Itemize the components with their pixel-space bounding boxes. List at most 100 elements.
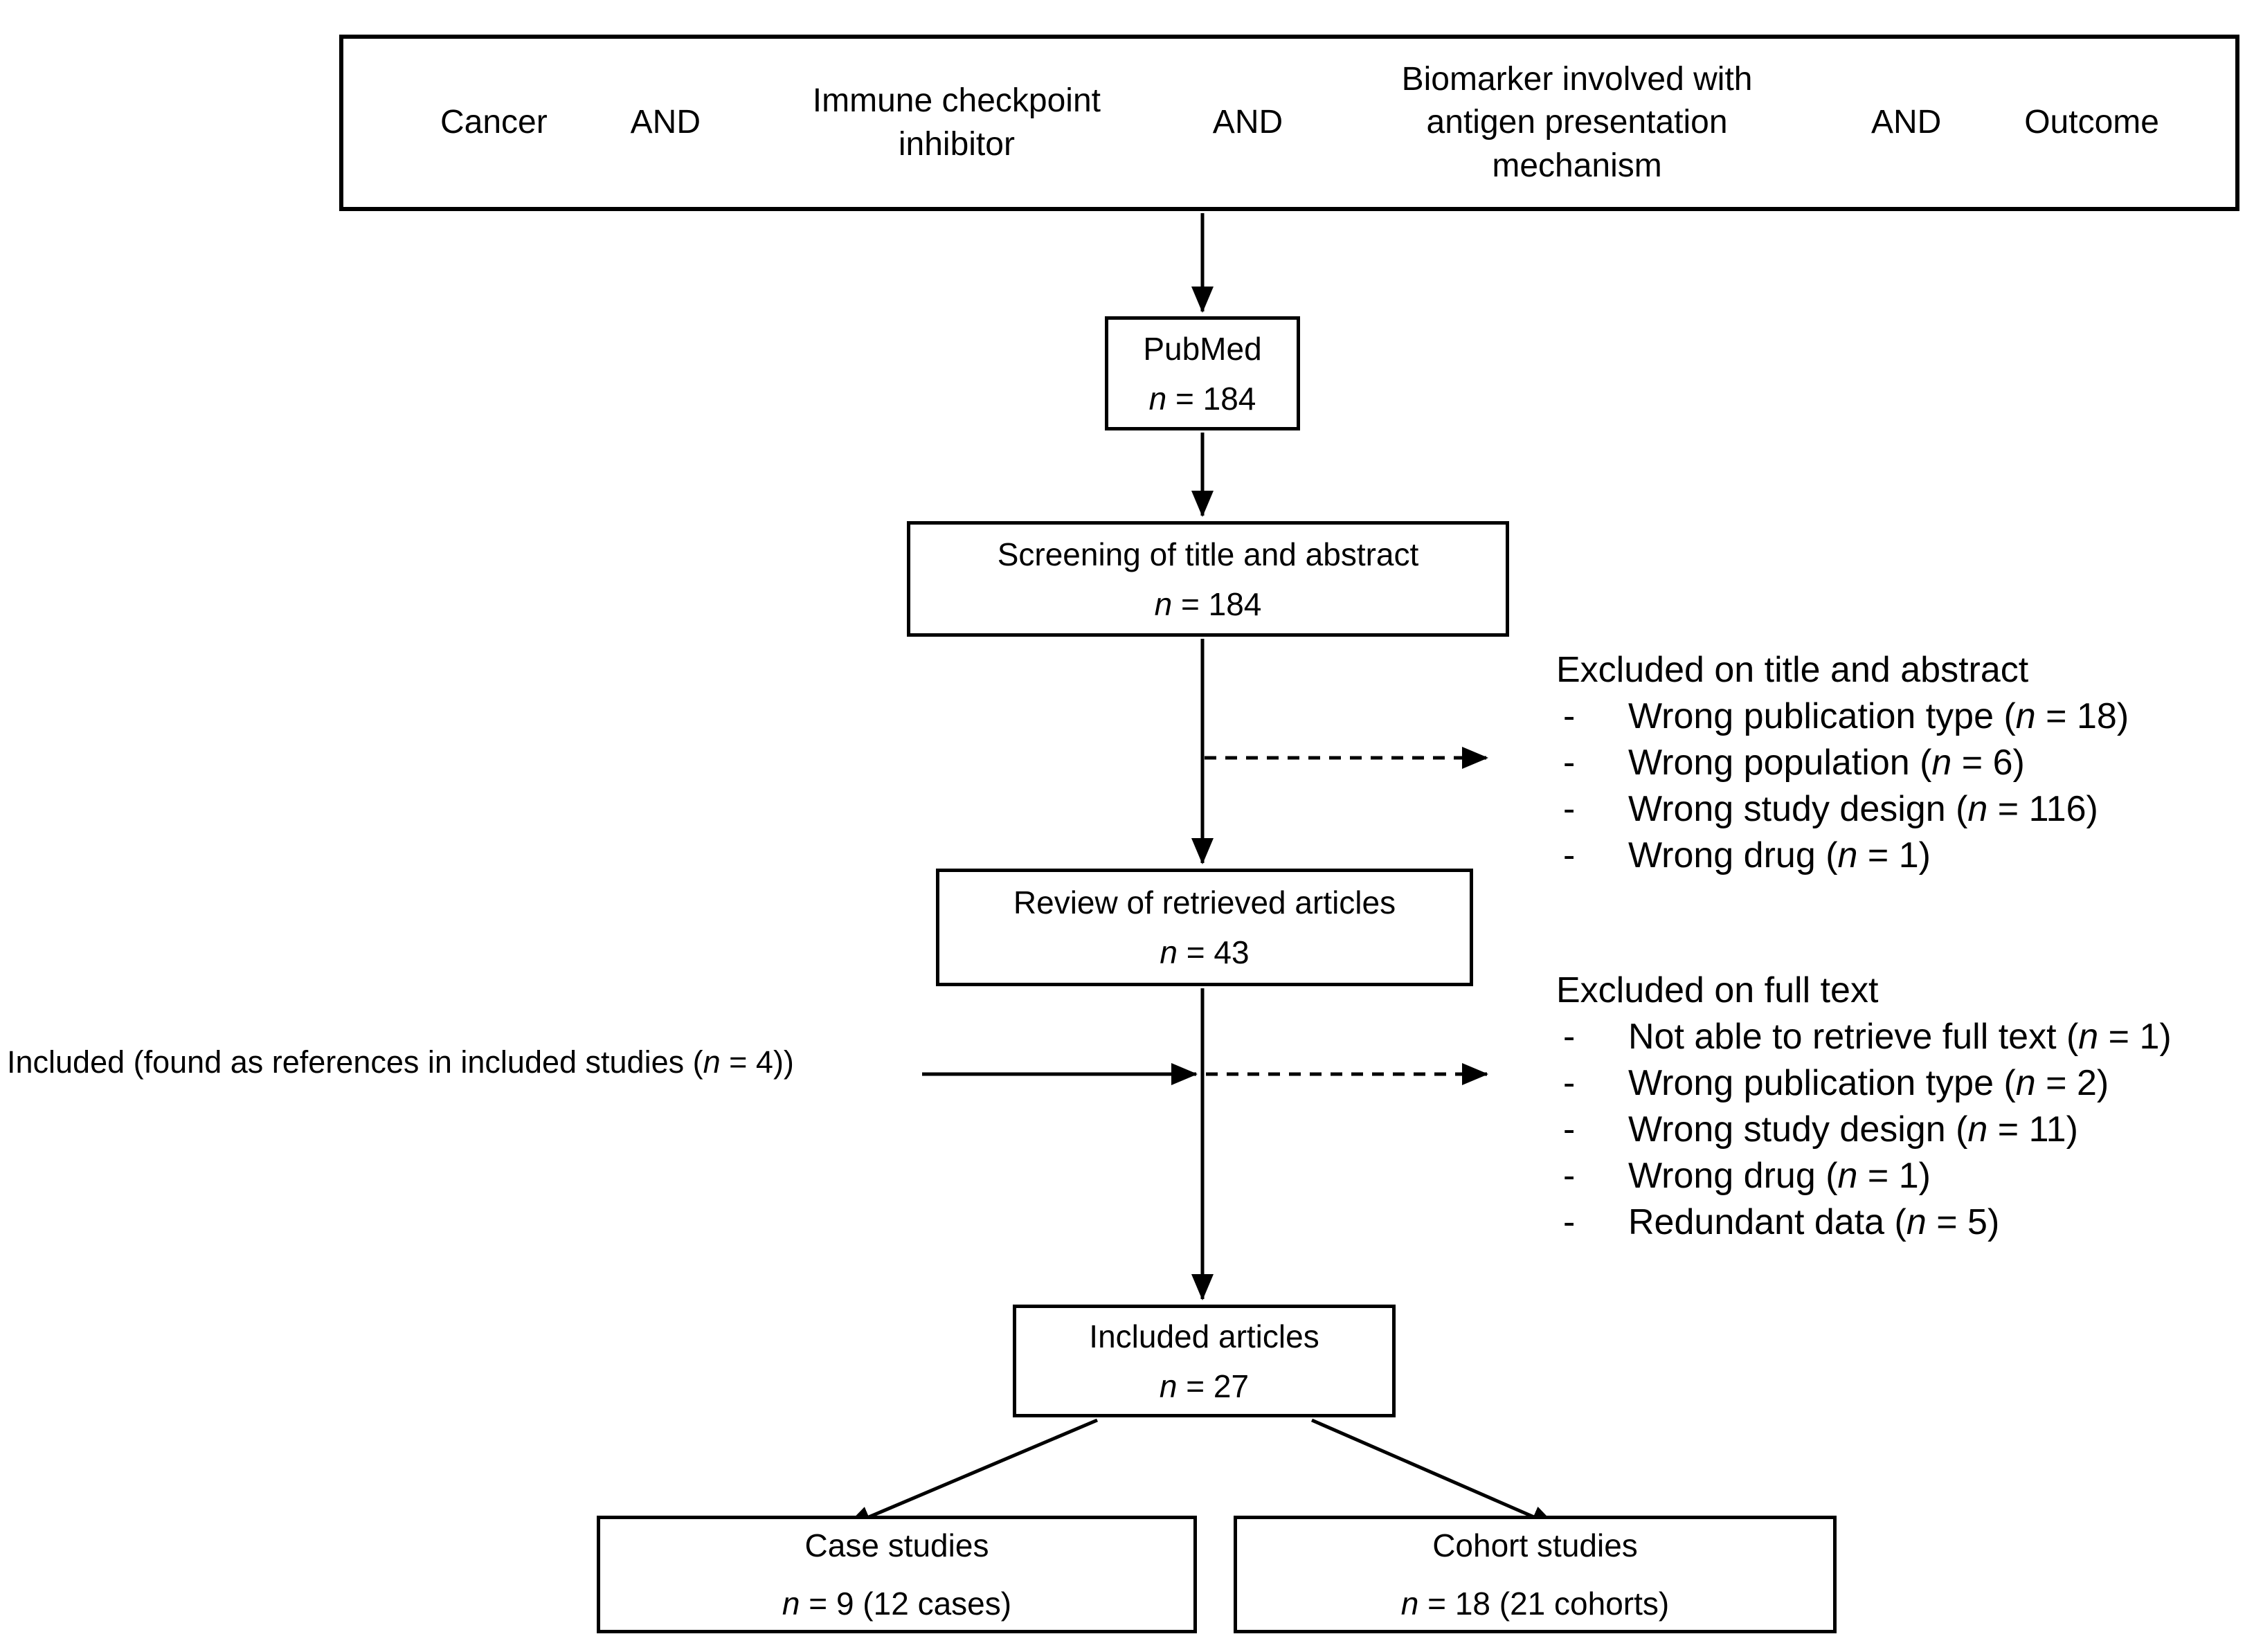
cohort-studies-box-label: Cohort studies (1432, 1527, 1638, 1563)
bullet-dash: - (1563, 789, 1576, 829)
italic-n: n (1160, 934, 1178, 970)
item-post: = 6) (1951, 743, 2025, 783)
bullet-dash: - (1563, 696, 1576, 736)
screening-box-label: Screening of title and abstract (997, 536, 1419, 572)
item-post: = 5) (1926, 1202, 2000, 1242)
list-item-text: Wrong study design (n = 116) (1628, 786, 2098, 833)
item-post: = 116) (1987, 789, 2098, 829)
screening-box-count: n = 184 (1155, 579, 1262, 629)
count-value: = 184 (1172, 586, 1262, 622)
included-articles-box-count: n = 27 (1160, 1361, 1249, 1411)
pubmed-box-label: PubMed (1143, 330, 1262, 367)
list-item-text: Wrong publication type (n = 18) (1628, 693, 2129, 740)
italic-n: n (1967, 789, 1988, 829)
count-value: = 18 (21 cohorts) (1418, 1586, 1670, 1622)
list-item-text: Wrong drug (n = 1) (1628, 1153, 1931, 1199)
list-item-text: Redundant data (n = 5) (1628, 1199, 1999, 1246)
italic-n: n (1400, 1586, 1419, 1622)
included-articles-box: Included articles n = 27 (1013, 1305, 1396, 1417)
italic-n: n (2078, 1017, 2099, 1057)
cohort-studies-box: Cohort studies n = 18 (21 cohorts) (1234, 1516, 1837, 1633)
item-pre: Wrong publication type ( (1628, 1063, 2016, 1103)
excluded-fulltext-list: Excluded on full text - Not able to retr… (1556, 968, 2172, 1246)
list-item-text: Wrong publication type (n = 2) (1628, 1060, 2109, 1107)
item-pre: Wrong study design ( (1628, 1109, 1968, 1150)
bullet-dash: - (1563, 1063, 1576, 1103)
count-value: = 9 (12 cases) (800, 1586, 1012, 1622)
bullet-dash: - (1563, 1156, 1576, 1196)
bullet-dash: - (1563, 1017, 1576, 1057)
item-pre: Wrong publication type ( (1628, 696, 2016, 736)
item-pre: Wrong population ( (1628, 743, 1932, 783)
arrow-included-to-case (845, 1418, 1098, 1529)
list-item-text: Wrong population (n = 6) (1628, 740, 2025, 786)
query-operator-and-3: AND (1870, 104, 1942, 141)
bullet-dash: - (1563, 835, 1576, 875)
italic-n: n (703, 1044, 721, 1080)
arrow-included-to-cohort (1311, 1418, 1558, 1529)
list-item-text: Wrong study design (n = 11) (1628, 1107, 2078, 1153)
query-term-immune-checkpoint-inhibitor: Immune checkpoint inhibitor (812, 82, 1101, 163)
list-item: - Wrong study design (n = 116) (1556, 786, 2129, 833)
screening-box: Screening of title and abstract n = 184 (907, 521, 1509, 637)
list-item-text: Wrong drug (n = 1) (1628, 833, 1931, 879)
case-studies-box-label: Case studies (804, 1527, 989, 1563)
search-query-box: Cancer AND Immune checkpoint inhibitor A… (339, 35, 2239, 211)
item-pre: Wrong study design ( (1628, 789, 1968, 829)
item-post: = 1) (1857, 835, 1931, 875)
list-item: - Wrong study design (n = 11) (1556, 1107, 2172, 1153)
count-value: = 43 (1178, 934, 1250, 970)
italic-n: n (1906, 1202, 1927, 1242)
excluded-title-abstract-heading: Excluded on title and abstract (1556, 650, 2029, 690)
query-operator-and-1: AND (630, 104, 701, 141)
item-post: = 18) (2035, 696, 2129, 736)
list-item: - Wrong drug (n = 1) (1556, 833, 2129, 879)
case-studies-box: Case studies n = 9 (12 cases) (597, 1516, 1197, 1633)
italic-n: n (1931, 743, 1952, 783)
item-pre: Redundant data ( (1628, 1202, 1906, 1242)
case-studies-box-count: n = 9 (12 cases) (782, 1574, 1011, 1633)
italic-n: n (1967, 1109, 1988, 1150)
review-box-label: Review of retrieved articles (1013, 884, 1396, 920)
included-articles-box-label: Included articles (1089, 1318, 1319, 1354)
italic-n: n (1148, 380, 1167, 417)
pubmed-box-count: n = 184 (1149, 374, 1256, 424)
item-pre: Not able to retrieve full text ( (1628, 1017, 2079, 1057)
bullet-dash: - (1563, 743, 1576, 783)
review-box: Review of retrieved articles n = 43 (936, 869, 1473, 986)
list-item: - Redundant data (n = 5) (1556, 1199, 2172, 1246)
list-item: - Wrong publication type (n = 2) (1556, 1060, 2172, 1107)
list-item-text: Not able to retrieve full text (n = 1) (1628, 1014, 2172, 1060)
list-item: - Wrong drug (n = 1) (1556, 1153, 2172, 1199)
excluded-fulltext-heading: Excluded on full text (1556, 970, 1879, 1010)
italic-n: n (2015, 1063, 2036, 1103)
list-item: - Not able to retrieve full text (n = 1) (1556, 1014, 2172, 1060)
references-included-note: Included (found as references in include… (7, 1045, 794, 1080)
italic-n: n (1154, 586, 1173, 622)
bullet-dash: - (1563, 1202, 1576, 1242)
query-operator-and-2: AND (1212, 104, 1283, 141)
item-post: = 11) (1987, 1109, 2078, 1150)
pubmed-box: PubMed n = 184 (1105, 316, 1300, 430)
note-pre: Included (found as references in include… (7, 1044, 703, 1080)
query-term-outcome: Outcome (2024, 104, 2159, 141)
note-post: = 4)) (720, 1044, 794, 1080)
excluded-title-abstract-list: Excluded on title and abstract - Wrong p… (1556, 647, 2129, 879)
query-term-cancer: Cancer (440, 104, 548, 141)
count-value: = 27 (1177, 1368, 1250, 1404)
item-post: = 2) (2035, 1063, 2109, 1103)
cohort-studies-box-count: n = 18 (21 cohorts) (1401, 1574, 1669, 1633)
review-box-count: n = 43 (1160, 927, 1249, 977)
italic-n: n (1159, 1368, 1178, 1404)
bullet-dash: - (1563, 1109, 1576, 1150)
italic-n: n (782, 1586, 800, 1622)
query-term-biomarker-antigen-presentation: Biomarker involved with antigen presenta… (1401, 60, 1753, 184)
list-item: - Wrong population (n = 6) (1556, 740, 2129, 786)
italic-n: n (1837, 1156, 1858, 1196)
count-value: = 184 (1166, 380, 1256, 417)
italic-n: n (1837, 835, 1858, 875)
item-pre: Wrong drug ( (1628, 835, 1838, 875)
item-pre: Wrong drug ( (1628, 1156, 1838, 1196)
